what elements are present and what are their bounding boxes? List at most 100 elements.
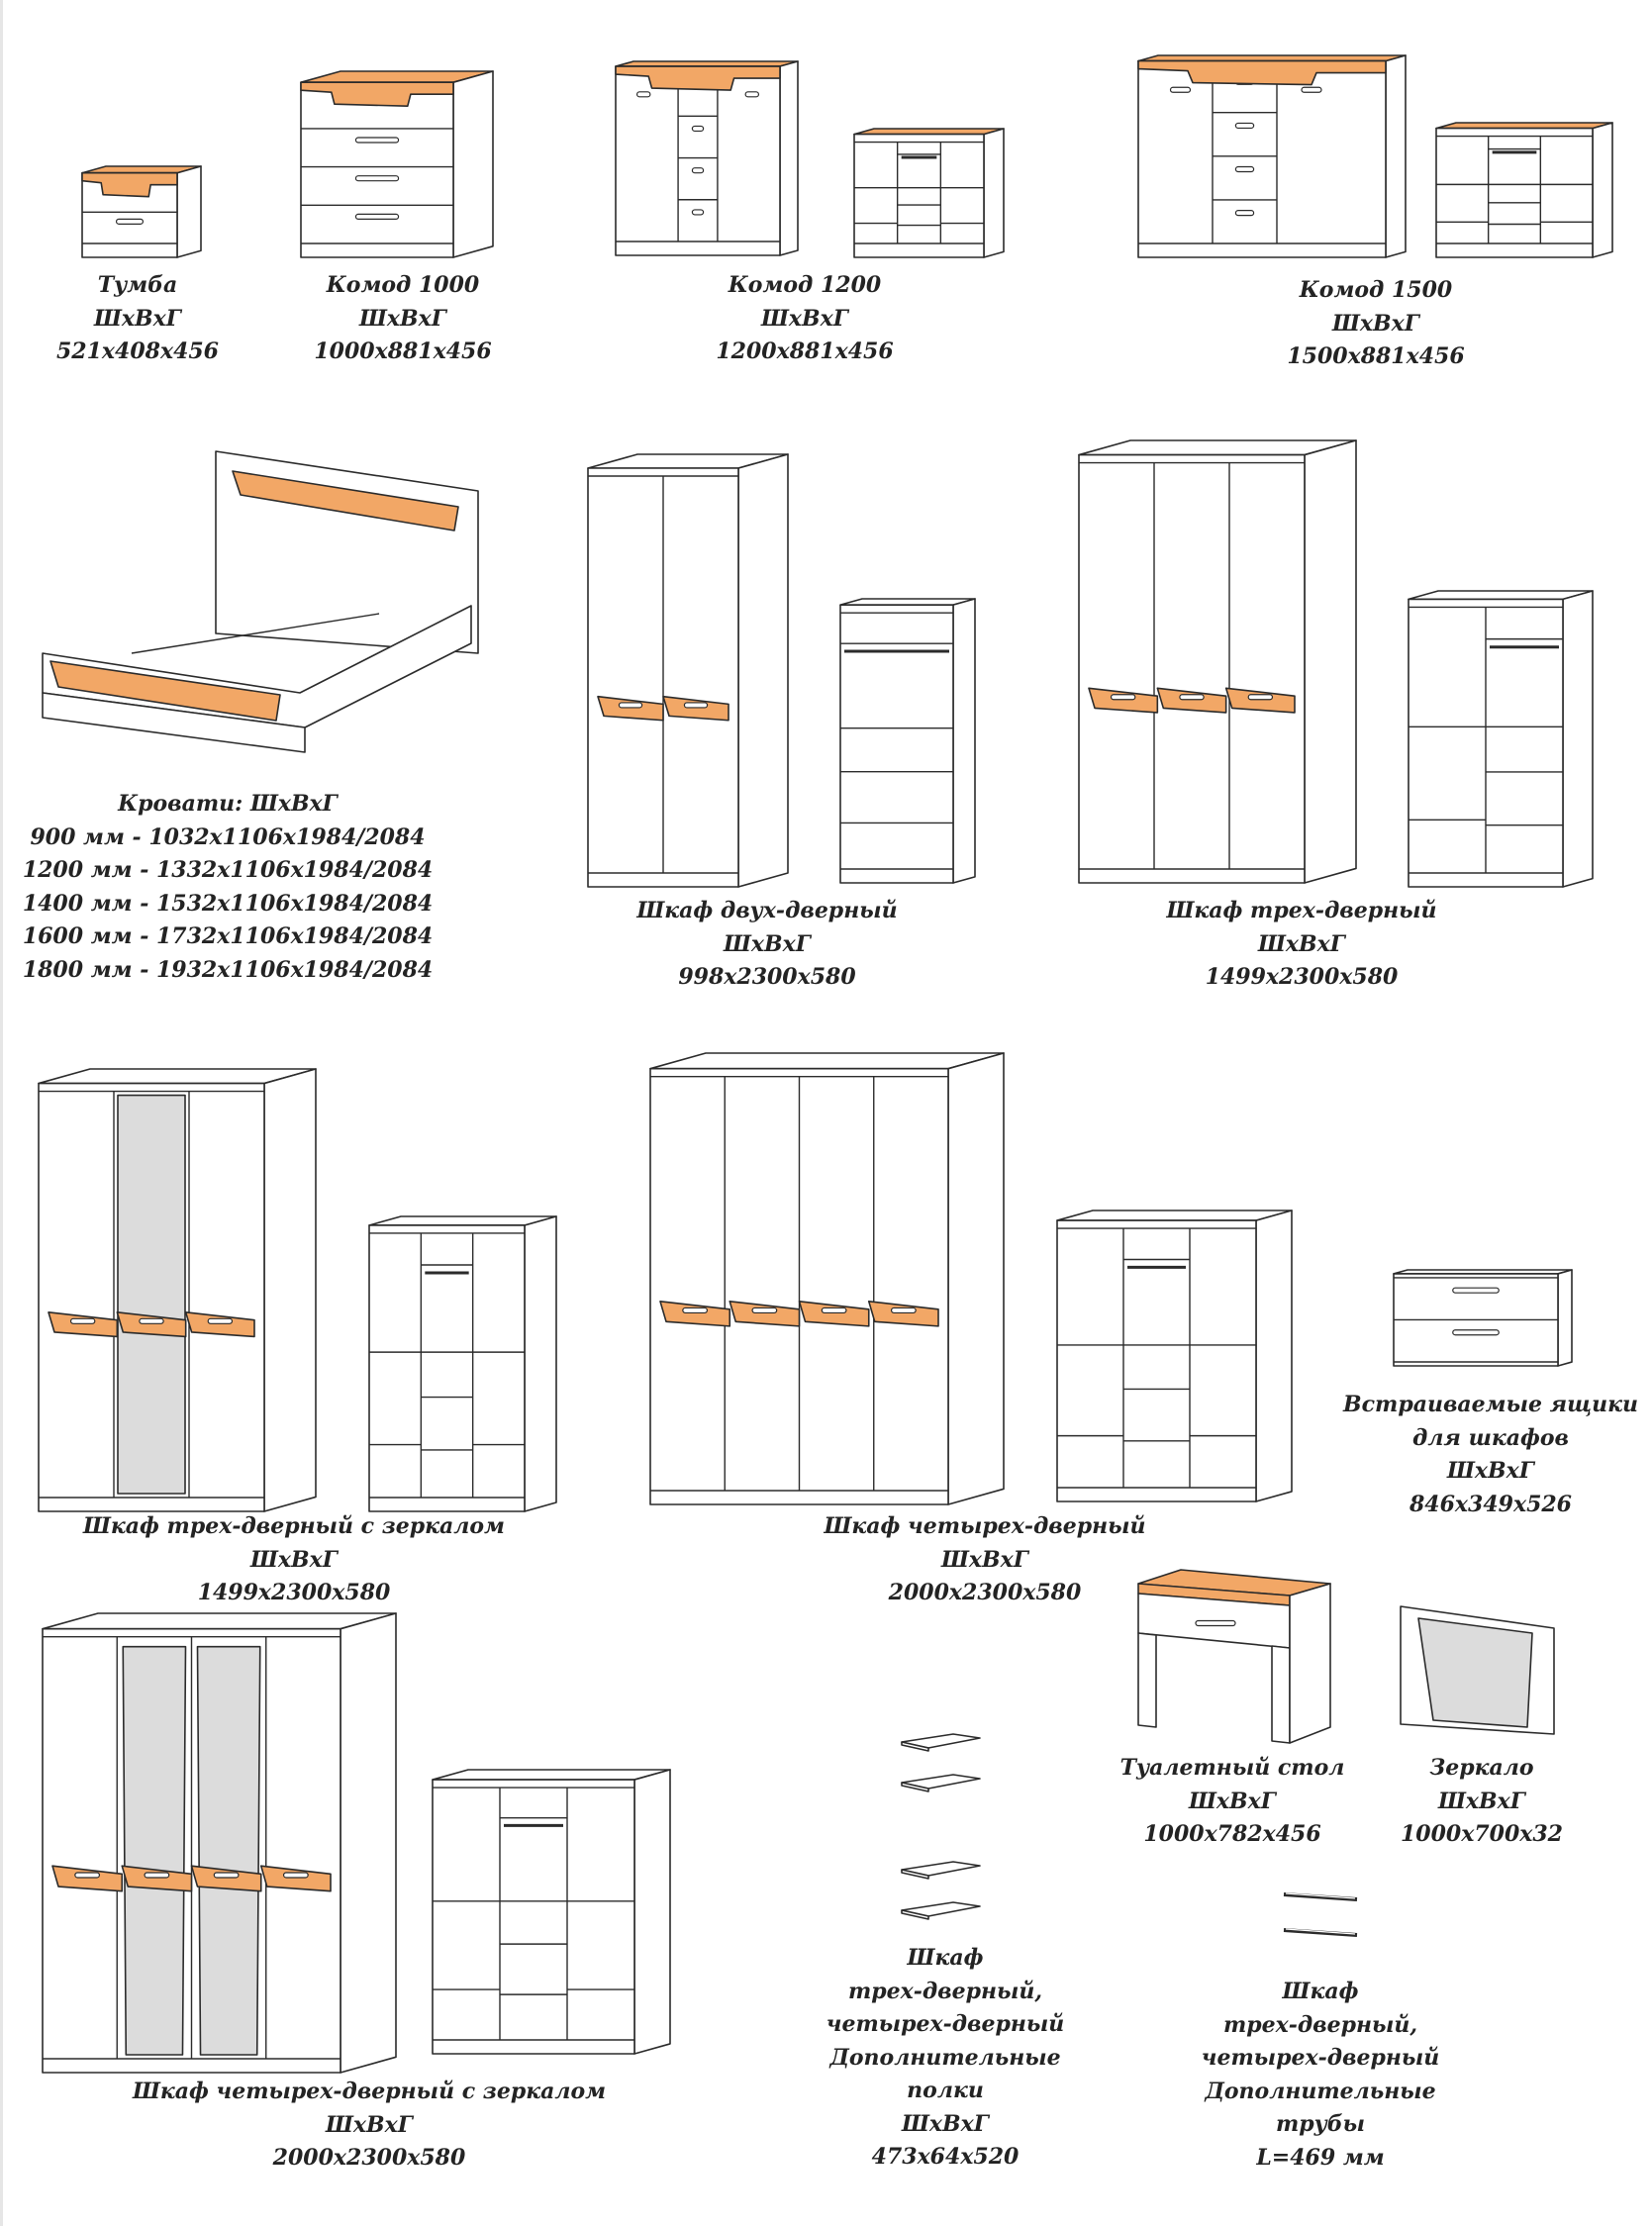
line-2: трех-дверный, xyxy=(847,1978,1043,2004)
size-1800: 1800 мм - 1932x1106x1984/2084 xyxy=(22,956,434,983)
wardrobe-3-mirror-open-drawing xyxy=(368,1215,557,1512)
title: Шкаф четырех-дверный xyxy=(824,1513,1146,1539)
side-panel xyxy=(947,1052,1005,1505)
line-3: четырех-дверный xyxy=(826,2011,1065,2037)
wardrobe-4-mirror-drawing xyxy=(42,1612,397,2074)
front-panel xyxy=(368,1224,526,1512)
dims: 473x64x520 xyxy=(871,2144,1020,2170)
handle-icon xyxy=(282,1872,309,1879)
dims-caption: ШхВхГ xyxy=(250,1546,338,1573)
handle-icon xyxy=(1234,210,1255,217)
top-panel xyxy=(432,1769,671,1781)
extra-shelf-drawing xyxy=(901,1774,981,1792)
orange-handle-band xyxy=(659,1301,731,1327)
label-mirror: Зеркало ШхВхГ 1000x700x32 xyxy=(1401,1752,1563,1852)
label-beds: Кровати: ШхВхГ 900 мм - 1032x1106x1984/2… xyxy=(23,788,433,987)
handle-icon xyxy=(821,1307,847,1314)
orange-handle-band xyxy=(48,1311,119,1338)
line-4: Дополнительные xyxy=(829,2044,1061,2071)
handle-icon xyxy=(744,91,760,98)
komod-1200-drawing xyxy=(615,60,799,256)
orange-handle-band xyxy=(184,1311,255,1338)
label-wardrobe-3-mirror: Шкаф трех-дверный с зеркалом ШхВхГ 1499x… xyxy=(83,1510,505,1610)
top-panel xyxy=(649,1052,1005,1070)
front-panel xyxy=(839,604,954,884)
dressing-table-drawing xyxy=(1137,1569,1331,1744)
orange-handle-band xyxy=(662,695,729,722)
size-1600: 1600 мм - 1732x1106x1984/2084 xyxy=(22,923,434,949)
orange-handle-band xyxy=(51,1865,124,1892)
wardrobe-4-open-drawing xyxy=(1056,1210,1293,1502)
title: Шкаф трех-дверный с зеркалом xyxy=(83,1513,505,1539)
side-panel xyxy=(1255,1210,1293,1502)
line-1: Шкаф xyxy=(907,1945,984,1971)
orange-handle-band xyxy=(867,1301,939,1327)
label-wardrobe-2: Шкаф двух-дверный ШхВхГ 998x2300x580 xyxy=(636,895,897,995)
dims: 1000x881x456 xyxy=(314,339,492,364)
front-panel xyxy=(432,1779,635,2055)
extra-shelf-drawing xyxy=(901,1861,981,1880)
wardrobe-2-drawing xyxy=(587,453,789,888)
handle-icon xyxy=(213,1872,240,1879)
subtitle: для шкафов xyxy=(1412,1424,1569,1451)
label-wardrobe-4: Шкаф четырех-дверный ШхВхГ 2000x2300x580 xyxy=(824,1510,1145,1610)
wardrobe-4-drawing xyxy=(649,1052,1005,1505)
dims-caption: ШхВхГ xyxy=(94,305,181,332)
label-komod-1000: Комод 1000 ШхВхГ 1000x881x456 xyxy=(314,269,491,369)
right-leg xyxy=(1271,1645,1291,1744)
orange-front-lip xyxy=(81,171,178,198)
orange-handle-band xyxy=(1088,687,1159,714)
top-panel xyxy=(42,1612,397,1630)
top-panel xyxy=(1056,1210,1293,1221)
label-tumba: Тумба ШхВхГ 521x408x456 xyxy=(56,269,219,369)
extra-shelf-drawing xyxy=(901,1733,981,1752)
side-panel xyxy=(779,60,799,256)
title: Шкаф двух-дверный xyxy=(636,898,898,923)
dims: L=469 мм xyxy=(1256,2144,1385,2171)
title: Кровати: ШхВхГ xyxy=(118,791,338,817)
wardrobe-3-drawing xyxy=(1078,439,1357,884)
rod xyxy=(1283,1892,1358,1901)
orange-handle-band xyxy=(1156,687,1227,714)
label-extra-shelves: Шкаф трех-дверный, четырех-дверный Допол… xyxy=(826,1942,1065,2175)
handle-icon xyxy=(354,137,400,144)
orange-handle-band xyxy=(259,1865,332,1892)
dims: 1200x881x456 xyxy=(716,339,894,364)
label-drawers: Встраиваемые ящики для шкафов ШхВхГ 846x… xyxy=(1343,1389,1638,1521)
orange-handle-band xyxy=(729,1301,801,1327)
handle-icon xyxy=(682,1307,709,1314)
handle-icon xyxy=(354,175,400,182)
wardrobe-2-open-drawing xyxy=(839,598,976,884)
size-1400: 1400 мм - 1532x1106x1984/2084 xyxy=(22,890,434,917)
dims-caption: ШхВхГ xyxy=(1332,310,1419,337)
dims-caption: ШхВхГ xyxy=(1438,1788,1525,1814)
side-panel xyxy=(983,128,1005,258)
extra-rod-drawing xyxy=(1283,1928,1358,1937)
side-panel xyxy=(737,453,789,888)
title: Комод 1200 xyxy=(728,272,882,298)
dims: 1000x782x456 xyxy=(1143,1821,1321,1847)
side-panel xyxy=(263,1068,317,1512)
komod-1500-open-drawing xyxy=(1435,122,1613,258)
line-1: Шкаф xyxy=(1282,1979,1359,2004)
handle-icon xyxy=(890,1307,917,1314)
dims: 1500x881x456 xyxy=(1287,343,1465,369)
wardrobe-4-mirror-open-drawing xyxy=(432,1769,671,2055)
title: Комод 1500 xyxy=(1299,277,1453,303)
side-panel xyxy=(452,70,494,258)
tumba-drawing xyxy=(81,165,202,258)
headboard-orange-panel xyxy=(232,470,459,532)
dims-caption: ШхВхГ xyxy=(1447,1458,1534,1484)
wardrobe-3-open-drawing xyxy=(1408,590,1594,888)
top-panel xyxy=(1435,122,1613,130)
side-panel xyxy=(524,1215,557,1512)
size-900: 900 мм - 1032x1106x1984/2084 xyxy=(30,823,426,850)
dims-caption: ШхВхГ xyxy=(1189,1788,1276,1814)
front-panel xyxy=(1435,127,1594,258)
line-2: трех-дверный, xyxy=(1222,2011,1418,2038)
handle-icon xyxy=(618,702,643,709)
handle-icon xyxy=(635,91,651,98)
label-extra-rods: Шкаф трех-дверный, четырех-дверный Допол… xyxy=(1202,1976,1440,2175)
bed-drawing xyxy=(42,450,479,753)
handle-icon xyxy=(144,1872,170,1879)
